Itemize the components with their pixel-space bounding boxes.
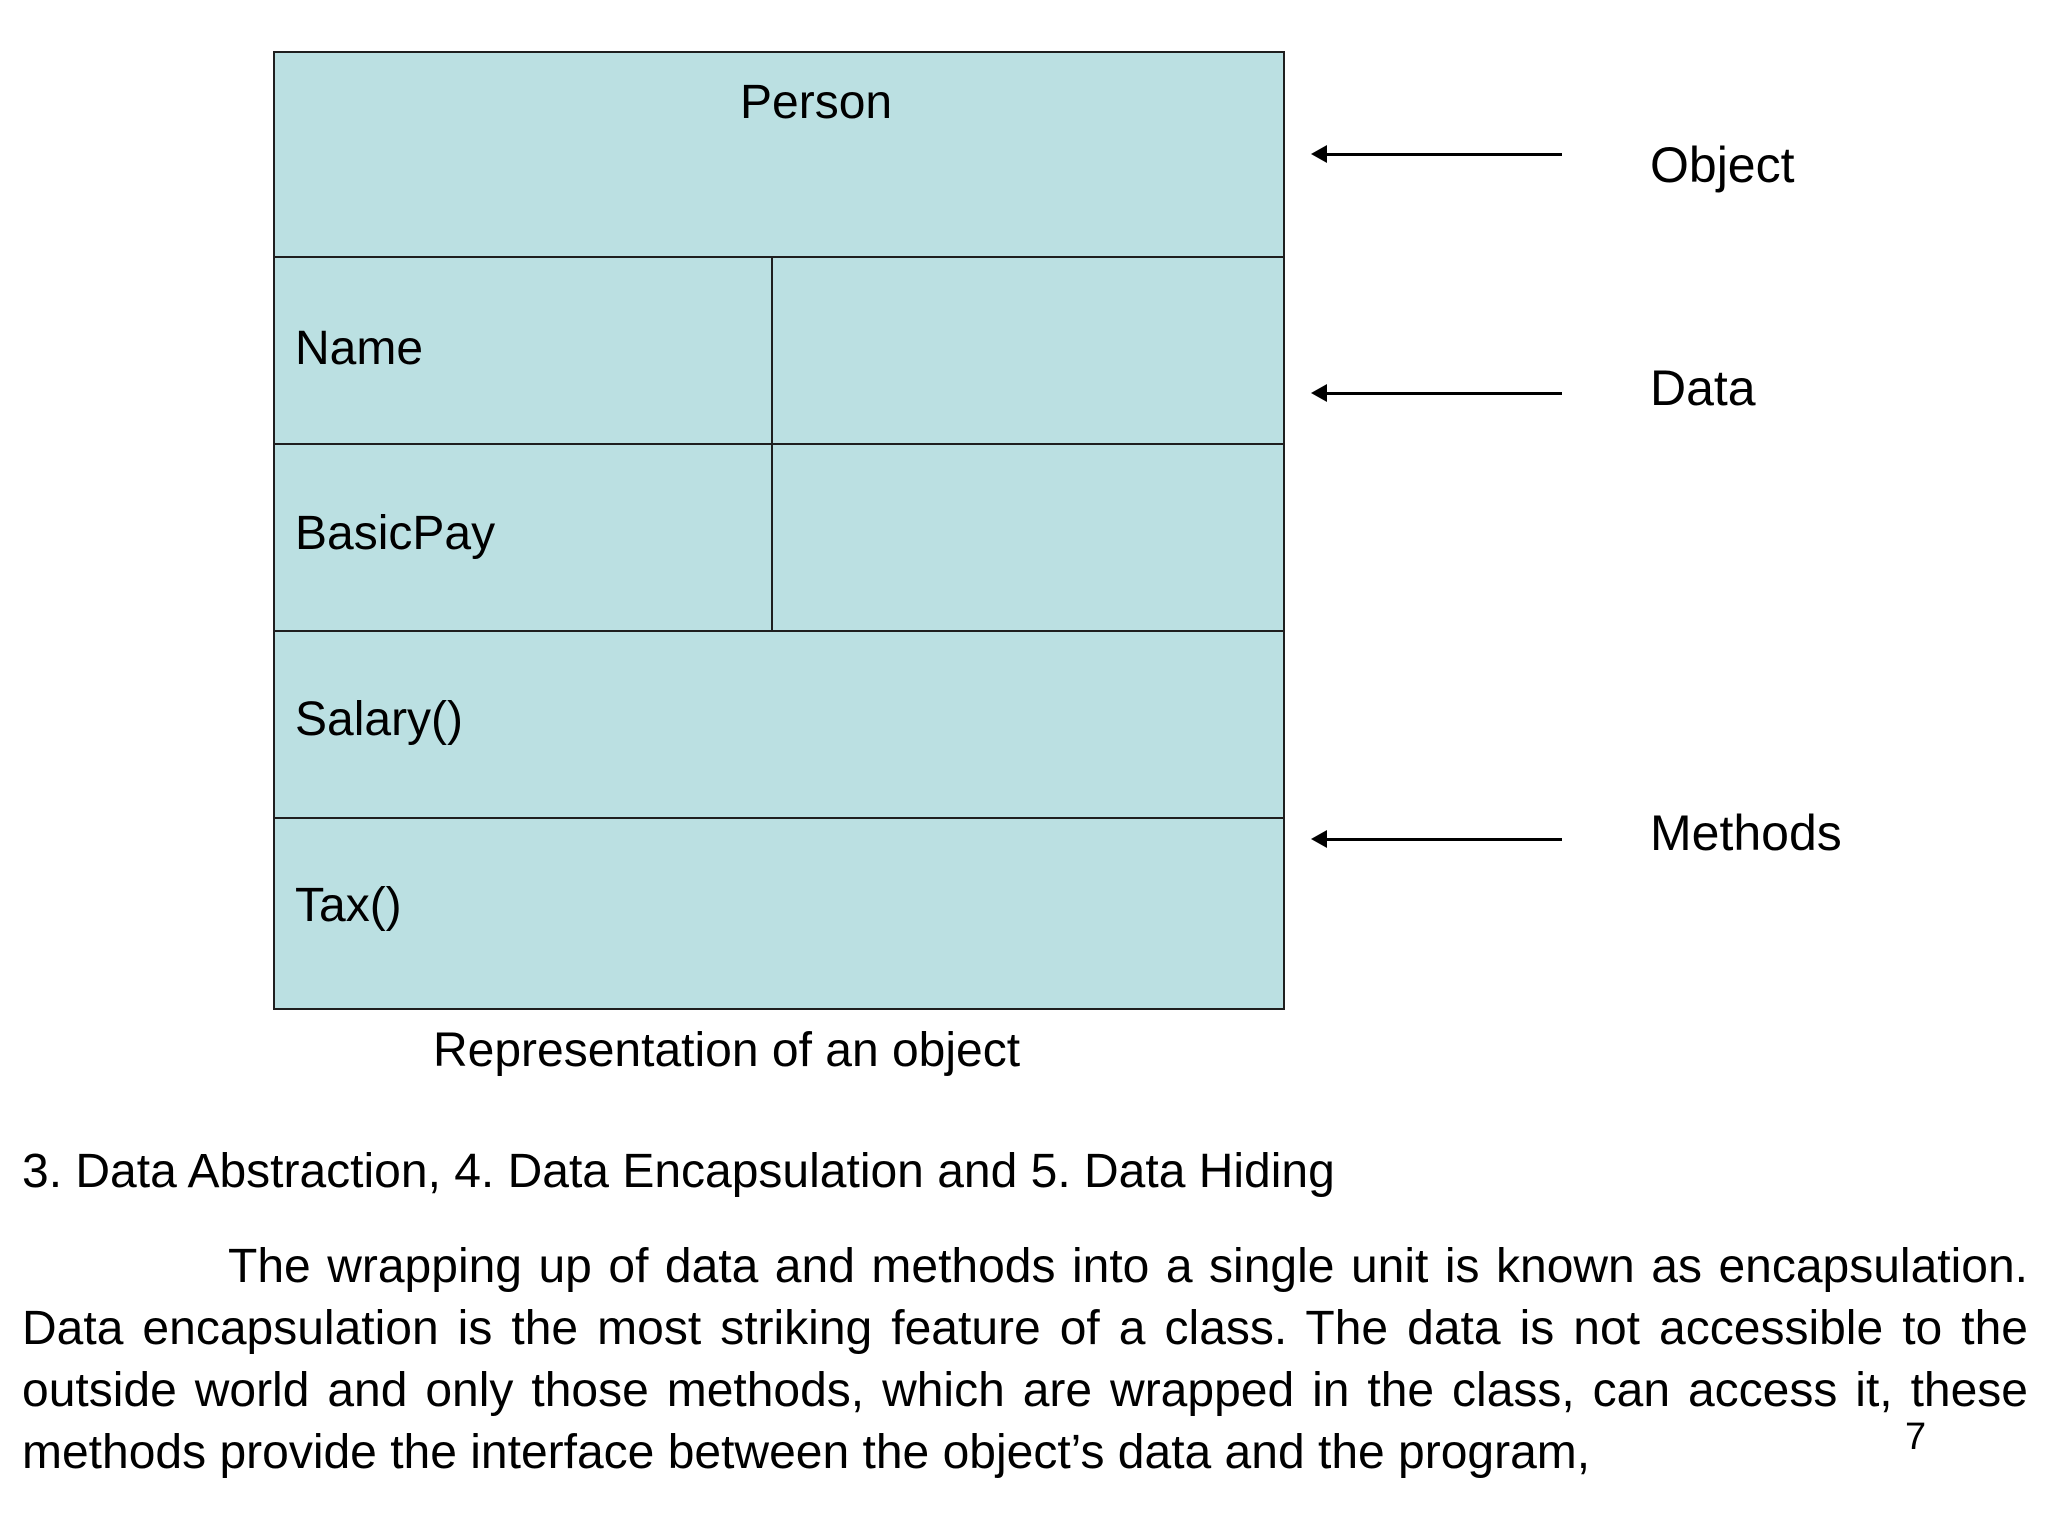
body-paragraph: The wrapping up of data and methods into… [22,1240,2028,1479]
divider-object-data [275,256,1283,258]
divider-data-methods [275,630,1283,632]
object-diagram: Person Name BasicPay Salary() Tax() [273,51,1285,1010]
method-row-salary: Salary() [295,693,464,746]
data-row-basicpay: BasicPay [295,507,496,560]
diagram-caption: Representation of an object [433,1024,1021,1077]
arrow-head-icon [1311,830,1327,848]
method-row-tax: Tax() [295,879,402,932]
data-label: Data [1650,360,1756,416]
divider-method-rows [275,817,1283,819]
divider-data-rows [275,443,1283,445]
data-row-name: Name [295,322,424,375]
methods-arrow [1311,830,1562,848]
object-arrow [1311,145,1562,163]
arrow-head-icon [1311,145,1327,163]
data-arrow [1311,384,1562,402]
object-name: Person [740,76,893,129]
section-heading: 3. Data Abstraction, 4. Data Encapsulati… [22,1145,1335,1198]
methods-label: Methods [1650,805,1842,861]
data-value-divider [771,256,773,632]
page-number: 7 [1905,1416,1927,1458]
arrow-head-icon [1311,384,1327,402]
object-label: Object [1650,137,1795,193]
